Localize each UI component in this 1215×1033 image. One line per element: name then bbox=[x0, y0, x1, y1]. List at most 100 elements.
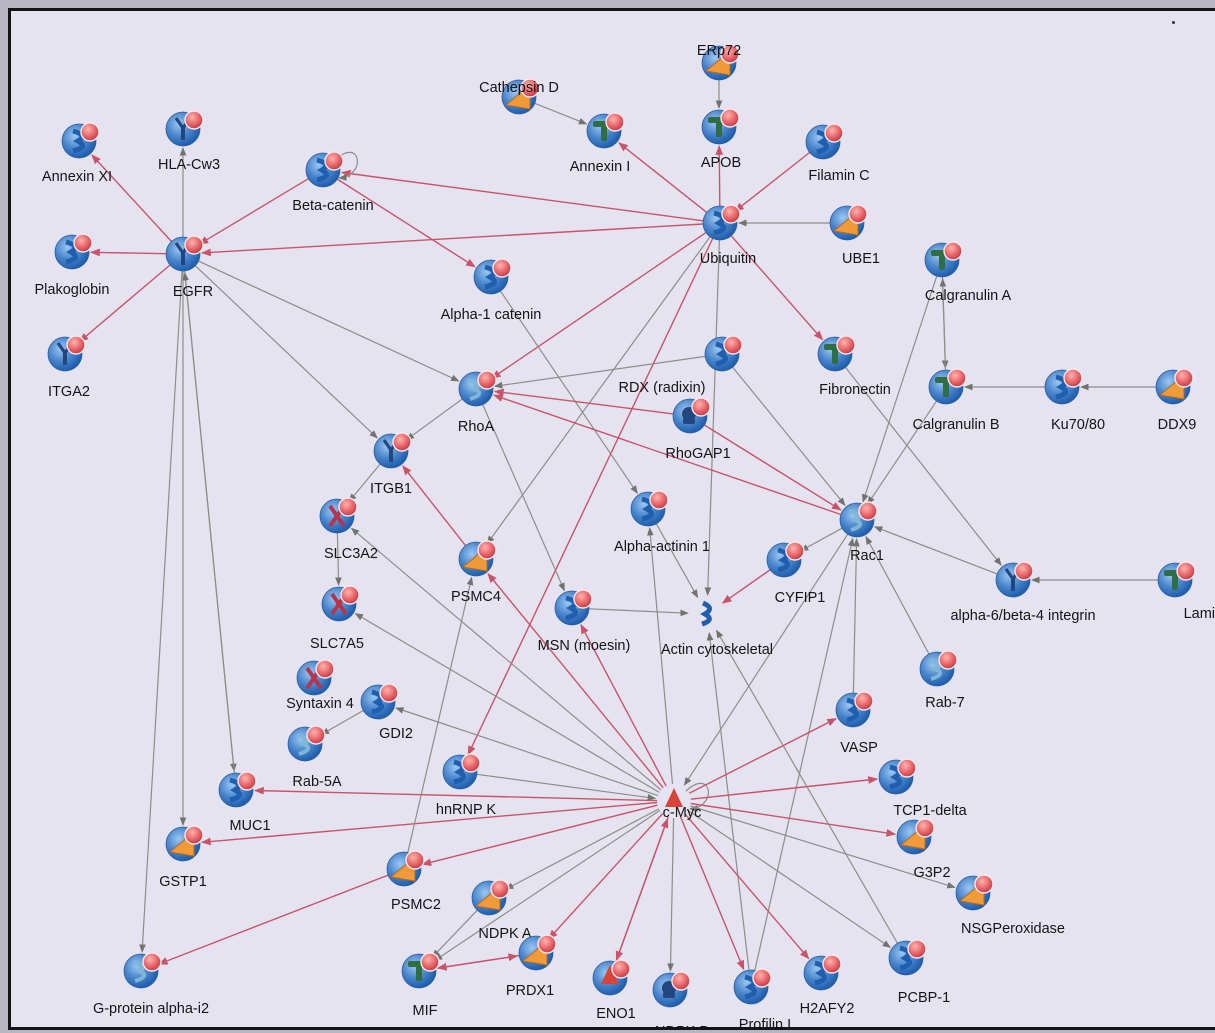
node-alpha-actinin-1[interactable]: Alpha-actinin 1 bbox=[614, 490, 710, 555]
node-profilin-i[interactable]: Profilin I bbox=[733, 968, 791, 1030]
expression-badge-icon bbox=[605, 112, 625, 132]
expression-badge-icon bbox=[184, 235, 204, 255]
expression-badge-icon bbox=[1063, 368, 1083, 388]
expression-badge-icon bbox=[1174, 368, 1194, 388]
node-apob[interactable]: APOB bbox=[701, 108, 741, 171]
node-slc3a2[interactable]: SLC3A2 bbox=[319, 497, 378, 562]
node-psmc4[interactable]: PSMC4 bbox=[451, 540, 501, 605]
edge-alpha-1-catenin-to-alpha-actinin-1 bbox=[500, 290, 638, 494]
node-erp72[interactable]: ERp72 bbox=[697, 43, 741, 81]
node-c-myc[interactable]: c-Myc bbox=[663, 788, 702, 821]
protein-icon bbox=[65, 239, 78, 265]
edge-calgranulin-b-to-rac1 bbox=[867, 400, 937, 505]
node-itgb1[interactable]: ITGB1 bbox=[370, 432, 412, 497]
transcription-factor-icon bbox=[665, 788, 683, 807]
node-muc1[interactable]: MUC1 bbox=[218, 771, 271, 834]
node-g3p2[interactable]: G3P2 bbox=[896, 818, 951, 881]
protein-icon bbox=[453, 759, 466, 785]
node-nsgperoxidase[interactable]: NSGPeroxidase bbox=[955, 874, 1065, 937]
node-ube1[interactable]: UBE1 bbox=[829, 204, 880, 267]
node-annexin-i[interactable]: Annexin I bbox=[570, 112, 630, 175]
node-fibronectin[interactable]: Fibronectin bbox=[817, 335, 891, 398]
node-ku70-80[interactable]: Ku70/80 bbox=[1044, 368, 1105, 433]
node-hla-cw3[interactable]: HLA-Cw3 bbox=[158, 110, 220, 173]
node-vasp[interactable]: VASP bbox=[835, 691, 878, 756]
node-actin-cytoskeletal[interactable]: Actin cytoskeletal bbox=[661, 600, 773, 658]
node-msn-moesin[interactable]: MSN (moesin) bbox=[538, 589, 631, 654]
node-mif[interactable]: MIF bbox=[401, 952, 440, 1019]
edge-psmc2-to-g-protein-alpha-i2 bbox=[157, 874, 389, 965]
node-egfr[interactable]: EGFR bbox=[165, 235, 213, 300]
edge-egfr-to-rhoa bbox=[198, 260, 460, 382]
expression-badge-icon bbox=[477, 540, 497, 560]
edge-profilin-i-to-actin-cytoskeletal bbox=[706, 632, 750, 971]
edge-c-myc-to-psmc4 bbox=[487, 572, 664, 789]
edge-rac1-to-c-myc bbox=[683, 533, 849, 786]
node-syntaxin-4[interactable]: Syntaxin 4 bbox=[286, 659, 354, 712]
node-rhogap1[interactable]: RhoGAP1 bbox=[665, 397, 731, 462]
node-prdx1[interactable]: PRDX1 bbox=[506, 934, 557, 999]
node-laminin-5[interactable]: Laminin 5 bbox=[1157, 561, 1215, 622]
edge-eno1-to-c-myc bbox=[615, 817, 669, 963]
node-tcp1-delta[interactable]: TCP1-delta bbox=[878, 758, 968, 819]
node-g-protein-alpha-i2[interactable]: G-protein alpha-i2 bbox=[93, 952, 209, 1017]
node-rab-5a[interactable]: Rab-5A bbox=[287, 725, 342, 790]
node-rhoa[interactable]: RhoA bbox=[458, 370, 497, 435]
node-label: RhoGAP1 bbox=[665, 446, 730, 462]
node-pcbp-1[interactable]: PCBP-1 bbox=[888, 939, 950, 1006]
edge-alpha-6-beta-4-integrin-to-rac1 bbox=[873, 526, 998, 575]
node-h2afy2[interactable]: H2AFY2 bbox=[800, 954, 855, 1017]
node-label: Calgranulin B bbox=[912, 417, 999, 433]
expression-badge-icon bbox=[1014, 561, 1034, 581]
node-alpha-6-beta-4-integrin[interactable]: alpha-6/beta-4 integrin bbox=[950, 561, 1096, 624]
node-label: G-protein alpha-i2 bbox=[93, 1001, 209, 1017]
expression-badge-icon bbox=[490, 879, 510, 899]
node-psmc2[interactable]: PSMC2 bbox=[386, 850, 441, 913]
node-itga2[interactable]: ITGA2 bbox=[47, 335, 90, 400]
node-calgranulin-a[interactable]: Calgranulin A bbox=[924, 241, 1012, 304]
node-rab-7[interactable]: Rab-7 bbox=[919, 650, 965, 711]
node-beta-catenin[interactable]: Beta-catenin bbox=[292, 151, 374, 214]
edge-psmc2-to-psmc4 bbox=[407, 576, 474, 853]
edge-egfr-to-plakoglobin bbox=[90, 248, 167, 257]
node-ubiquitin[interactable]: Ubiquitin bbox=[700, 204, 756, 267]
edge-ndpk-a-to-mif bbox=[431, 909, 478, 958]
expression-badge-icon bbox=[720, 44, 740, 64]
protein-icon bbox=[814, 960, 827, 986]
node-plakoglobin[interactable]: Plakoglobin bbox=[35, 233, 110, 298]
node-ndpk-a[interactable]: NDPK A bbox=[471, 879, 532, 942]
node-annexin-xi[interactable]: Annexin XI bbox=[42, 122, 112, 185]
edge-c-myc-to-muc1 bbox=[254, 786, 658, 802]
node-ndpk-b[interactable]: NDPK B bbox=[652, 971, 709, 1030]
gprotein-icon bbox=[848, 509, 863, 532]
node-gstp1[interactable]: GSTP1 bbox=[159, 825, 207, 890]
node-label: Laminin 5 bbox=[1184, 606, 1215, 622]
edge-c-myc-to-vasp bbox=[688, 717, 837, 794]
edge-c-myc-to-h2afy2 bbox=[684, 813, 810, 960]
node-hnrnp-k[interactable]: hnRNP K bbox=[436, 753, 497, 818]
node-eno1[interactable]: ENO1 bbox=[592, 959, 636, 1022]
node-slc7a5[interactable]: SLC7A5 bbox=[310, 585, 364, 652]
node-alpha-1-catenin[interactable]: Alpha-1 catenin bbox=[441, 258, 542, 323]
node-label: Rab-5A bbox=[292, 774, 341, 790]
expression-badge-icon bbox=[392, 432, 412, 452]
expression-badge-icon bbox=[315, 659, 335, 679]
edge-ubiquitin-to-beta-catenin bbox=[340, 169, 704, 222]
node-cyfip1[interactable]: CYFIP1 bbox=[766, 541, 825, 606]
protein-icon bbox=[846, 697, 859, 723]
node-label: Plakoglobin bbox=[35, 282, 110, 298]
edge-c-myc-to-msn-moesin bbox=[580, 623, 667, 787]
node-filamin-c[interactable]: Filamin C bbox=[805, 123, 870, 184]
node-rac1[interactable]: Rac1 bbox=[839, 501, 884, 564]
node-gdi2[interactable]: GDI2 bbox=[360, 683, 413, 742]
node-calgranulin-b[interactable]: Calgranulin B bbox=[912, 368, 1000, 433]
edge-msn-moesin-to-actin-cytoskeletal bbox=[588, 608, 689, 617]
edge-beta-catenin-to-beta-catenin bbox=[334, 151, 359, 181]
node-label: VASP bbox=[840, 740, 878, 756]
edge-ubiquitin-to-fibronectin bbox=[730, 235, 824, 341]
node-ddx9[interactable]: DDX9 bbox=[1155, 368, 1196, 433]
node-rdx-radixin[interactable]: RDX (radixin) bbox=[618, 335, 743, 396]
edge-c-myc-to-gstp1 bbox=[200, 801, 658, 846]
expression-badge-icon bbox=[611, 959, 631, 979]
node-cathepsin-d[interactable]: Cathepsin D bbox=[479, 78, 559, 115]
